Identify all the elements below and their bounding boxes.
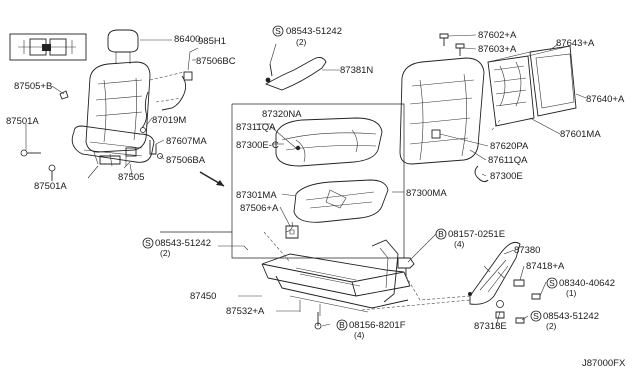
dashed-link-2: [405, 275, 471, 301]
circle-prefix-s-3: S: [546, 277, 558, 289]
label-87450: 87450: [190, 291, 216, 302]
label-87620PA: 87620PA: [490, 141, 529, 152]
label-87506BA: 87506BA: [166, 155, 206, 166]
label-qty-2-mid: (2): [160, 248, 171, 258]
label-08156-8201F: 08156-8201F: [349, 320, 406, 331]
label-87603A: 87603+A: [478, 44, 517, 55]
seat-cushion-drawing: [275, 117, 383, 167]
svg-text:B: B: [339, 320, 345, 330]
label-qty-4-slide: (4): [354, 330, 365, 340]
circle-prefix-s-2: S: [142, 237, 154, 249]
seat-slide-drawing: [261, 239, 411, 330]
label-87501A-bottom: 87501A: [34, 181, 67, 192]
label-87602A: 87602+A: [478, 30, 517, 41]
label-qty-2-bottom: (2): [546, 321, 557, 331]
label-08543-51242-mid: 08543-51242: [155, 238, 211, 249]
screws-top-right: [439, 33, 465, 56]
label-87320NA: 87320NA: [262, 109, 302, 120]
headrest-drawing: [107, 29, 172, 64]
circle-prefix-s-1: S: [272, 25, 284, 37]
seat-back-frame-drawing: [487, 45, 577, 127]
label-87505B: 87505+B: [14, 81, 52, 92]
label-86400: 86400: [174, 34, 200, 45]
side-cover-drawing: [468, 241, 521, 305]
svg-text:S: S: [145, 238, 151, 248]
circle-prefix-b-1: B: [435, 228, 447, 240]
svg-text:S: S: [533, 311, 539, 321]
label-87301MA: 87301MA: [236, 190, 277, 201]
label-87501A-top: 87501A: [6, 116, 39, 127]
bolt-08157: [397, 257, 415, 276]
svg-text:S: S: [549, 278, 555, 288]
direction-arrow: [199, 171, 225, 187]
label-87506BC: 87506BC: [196, 56, 236, 67]
vehicle-position-icon: [9, 33, 87, 61]
label-08340-40642: 08340-40642: [559, 278, 615, 289]
label-87601MA: 87601MA: [560, 129, 601, 140]
label-87643A: 87643+A: [556, 38, 595, 49]
label-87300MA: 87300MA: [406, 188, 447, 199]
label-87311QA: 87311QA: [236, 122, 276, 133]
dashed-link-4: [491, 119, 501, 131]
dashed-link-3: [361, 299, 471, 311]
label-08157-0251E: 08157-0251E: [448, 229, 505, 240]
strap-87381N-drawing: [264, 43, 327, 91]
dashed-link-1: [263, 231, 291, 263]
svg-text:B: B: [438, 229, 444, 239]
circle-prefix-b-2: B: [336, 319, 348, 331]
label-08543-51242-top: 08543-51242: [286, 26, 342, 37]
clip-87300E: [474, 165, 489, 183]
diagram-code: J87000FX: [582, 358, 626, 369]
label-87532A: 87532+A: [226, 306, 265, 317]
label-87607MA: 87607MA: [166, 136, 207, 147]
label-87506A: 87506+A: [240, 203, 279, 214]
label-87380: 87380: [514, 245, 540, 256]
knob-parts: [495, 279, 541, 324]
clip-87506A-drawing: [285, 225, 299, 239]
label-08543-51242-bottom: 08543-51242: [543, 311, 599, 322]
leader-lines: [25, 34, 587, 327]
front-seat-assembly-drawing: [20, 61, 193, 181]
cushion-group-box: [160, 103, 405, 259]
label-87418A: 87418+A: [526, 261, 565, 272]
label-qty-1: (1): [566, 288, 577, 298]
label-985H1: 985H1: [198, 36, 226, 47]
circle-prefix-s-4: S: [530, 310, 542, 322]
label-qty-2-top: (2): [296, 37, 307, 47]
cushion-pad-drawing: [285, 179, 389, 233]
svg-text:S: S: [275, 26, 281, 36]
part-labels: 86400 985H1 87506BC 87505+B 87501A 87019…: [6, 26, 626, 369]
label-87300E: 87300E: [490, 171, 523, 182]
label-87019M: 87019M: [152, 115, 186, 126]
label-87505: 87505: [118, 172, 144, 183]
label-87611QA: 87611QA: [488, 155, 528, 166]
label-qty-4-bolt: (4): [454, 239, 465, 249]
label-87300E-C: 87300E-C: [236, 140, 279, 151]
label-87318E: 87318E: [474, 321, 507, 332]
label-87640A: 87640+A: [586, 94, 625, 105]
seat-back-drawing: [399, 57, 485, 165]
label-87381N: 87381N: [340, 65, 373, 76]
